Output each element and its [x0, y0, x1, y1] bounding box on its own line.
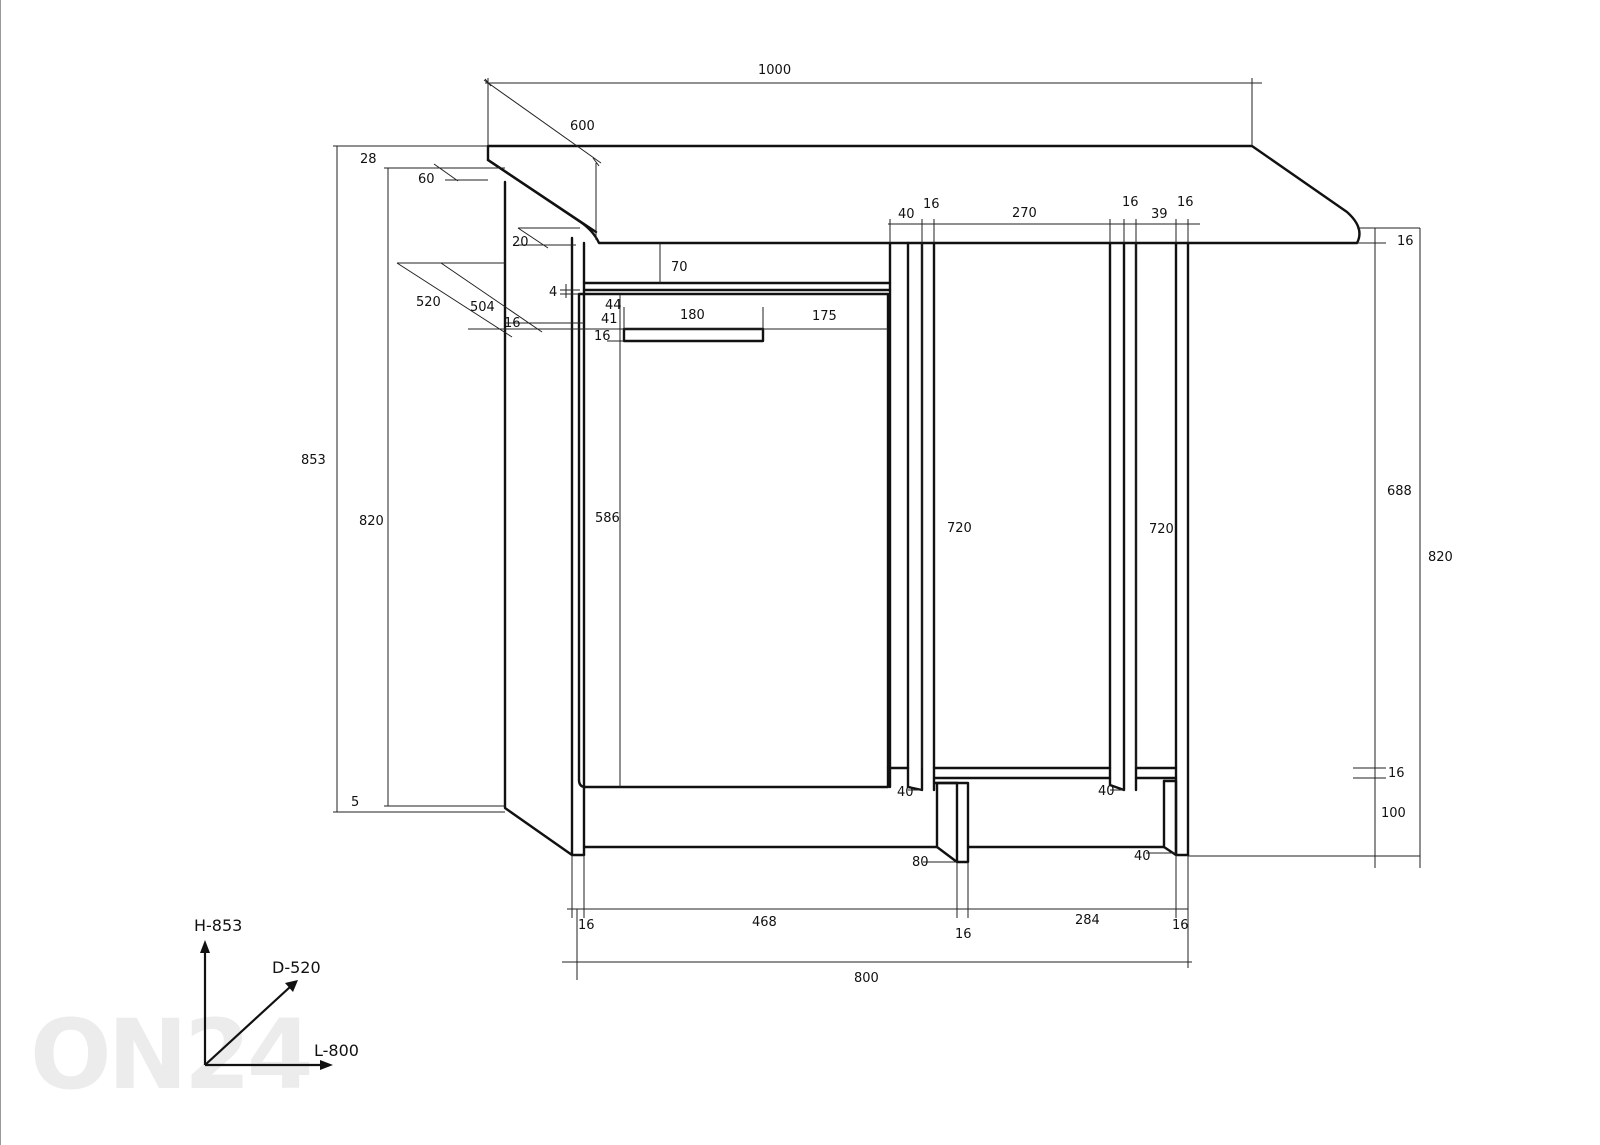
dim-plinth-foot-right: 40	[1134, 849, 1151, 864]
dim-pillar-base-a: 40	[897, 785, 914, 800]
watermark-logo: ON24	[30, 999, 310, 1111]
dimension-labels: 1000 600 28 60 20 520 504 16 4 70 44 41 …	[301, 63, 1453, 986]
plinth-foot-middle	[935, 781, 970, 864]
axis-depth-label: D-520	[272, 958, 321, 977]
dim-open-height-a: 720	[947, 521, 972, 536]
door-panel	[577, 292, 890, 789]
left-page-border	[0, 0, 1, 1145]
dim-bottom-left-width: 468	[752, 915, 777, 930]
door-handle	[622, 327, 765, 343]
dim-top-thickness: 28	[360, 152, 377, 167]
dim-body-height-left: 820	[359, 514, 384, 529]
worktop-front-edge	[486, 158, 598, 234]
dim-total-width: 800	[854, 971, 879, 986]
dim-bottom-mid-panel: 16	[955, 927, 972, 942]
dim-side-depth-inner: 504	[470, 300, 495, 315]
dim-plinth-foot-depth: 80	[912, 855, 929, 870]
dim-pillar-thickness-b: 16	[1122, 195, 1139, 210]
dim-door-top-gap: 44	[605, 298, 622, 313]
dimension-lines	[333, 78, 1421, 980]
dim-side-thickness: 16	[504, 316, 521, 331]
axis-length-label: L-800	[314, 1041, 359, 1060]
worktop	[486, 144, 1361, 245]
dim-handle-length: 180	[680, 308, 705, 323]
dim-top-overhang: 60	[418, 172, 435, 187]
dim-bottom-right-panel: 16	[1172, 918, 1189, 933]
dim-rail-gap: 4	[549, 285, 557, 300]
dim-open-section-width: 270	[1012, 206, 1037, 221]
dim-handle-right-offset: 175	[812, 309, 837, 324]
dim-handle-thickness: 16	[594, 329, 611, 344]
dim-bottom-right-width: 284	[1075, 913, 1100, 928]
depth-arrow-icon	[285, 980, 298, 992]
left-side-panel	[503, 180, 574, 857]
dim-shelf-thickness: 16	[1388, 766, 1405, 781]
dim-bottom-left-panel: 16	[578, 918, 595, 933]
dim-worktop-thickness-right: 16	[1397, 234, 1414, 249]
dim-side-depth-outer: 520	[416, 295, 441, 310]
dim-frame-height: 70	[671, 260, 688, 275]
dim-open-height-b: 720	[1149, 522, 1174, 537]
axis-height-label: H-853	[194, 916, 242, 935]
plinth-right-foot	[1162, 779, 1178, 857]
dim-body-height-right: 820	[1428, 550, 1453, 565]
dim-total-height: 853	[301, 453, 326, 468]
dim-top-depth: 600	[570, 119, 595, 134]
dim-plinth-height: 100	[1381, 806, 1406, 821]
dim-right-panel-thickness: 16	[1177, 195, 1194, 210]
dim-handle-offset: 41	[601, 312, 618, 327]
dim-door-height: 586	[595, 511, 620, 526]
dim-front-offset: 20	[512, 235, 529, 250]
height-arrow-icon	[200, 940, 210, 953]
axes-indicator: H-853 D-520 L-800	[194, 916, 359, 1070]
dim-right-inner-height: 688	[1387, 484, 1412, 499]
dim-pillar-thickness-a: 16	[923, 197, 940, 212]
length-arrow-icon	[320, 1060, 333, 1070]
dim-pillar-base-b: 40	[1098, 784, 1115, 799]
pillar-b	[1108, 241, 1126, 792]
pillar-a	[906, 241, 924, 792]
dim-top-width: 1000	[758, 63, 791, 78]
dim-base-gap: 5	[351, 795, 359, 810]
cabinet-outline	[486, 144, 1361, 864]
dim-pillar-width-a: 40	[898, 207, 915, 222]
dim-pillar-width-b: 39	[1151, 207, 1168, 222]
